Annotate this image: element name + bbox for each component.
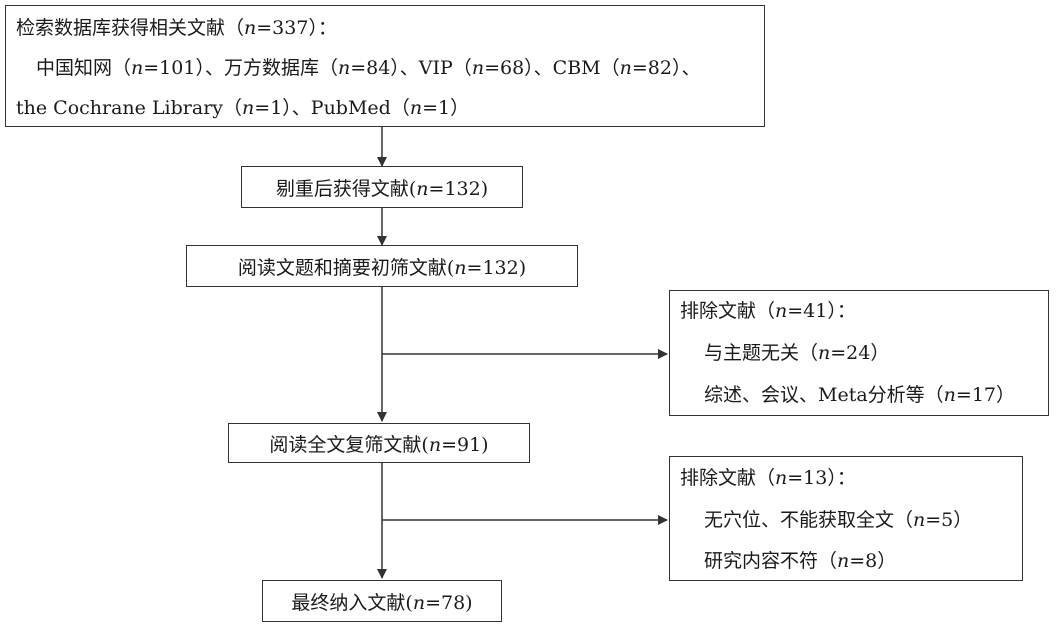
- title-abstract-screen-box: 阅读文题和摘要初筛文献(n=132): [186, 245, 578, 287]
- dedup-box: 剔重后获得文献(n=132): [241, 166, 523, 208]
- title-abstract-screen-text: 阅读文题和摘要初筛文献(n=132): [237, 256, 527, 279]
- exclusion-1-reason: 综述、会议、Meta分析等（n=17）: [704, 384, 1016, 406]
- fulltext-screen-text: 阅读全文复筛文献(n=91): [269, 433, 489, 456]
- exclusion-1-title: 排除文献（n=41）：: [680, 300, 856, 322]
- exclusion-box-2: 排除文献（n=13）： 无穴位、不能获取全文（n=5） 研究内容不符（n=8）: [669, 456, 1023, 581]
- exclusion-box-1: 排除文献（n=41）： 与主题无关（n=24） 综述、会议、Meta分析等（n=…: [669, 290, 1049, 416]
- search-databases-line1: 中国知网（n=101）、万方数据库（n=84）、VIP（n=68）、CBM（n=…: [36, 57, 701, 79]
- final-included-text: 最终纳入文献(n=78): [291, 591, 473, 614]
- exclusion-2-title: 排除文献（n=13）：: [680, 467, 856, 489]
- search-results-box: 检索数据库获得相关文献（n=337）： 中国知网（n=101）、万方数据库（n=…: [5, 5, 765, 127]
- dedup-text: 剔重后获得文献(n=132): [275, 177, 489, 200]
- search-title: 检索数据库获得相关文献（n=337）：: [16, 17, 337, 39]
- final-included-box: 最终纳入文献(n=78): [262, 580, 502, 622]
- exclusion-1-reason: 与主题无关（n=24）: [704, 342, 890, 364]
- exclusion-2-reason: 无穴位、不能获取全文（n=5）: [704, 509, 973, 531]
- exclusion-2-reason: 研究内容不符（n=8）: [704, 550, 897, 572]
- search-databases-line2: the Cochrane Library（n=1）、PubMed（n=1）: [16, 97, 470, 119]
- fulltext-screen-box: 阅读全文复筛文献(n=91): [228, 423, 530, 463]
